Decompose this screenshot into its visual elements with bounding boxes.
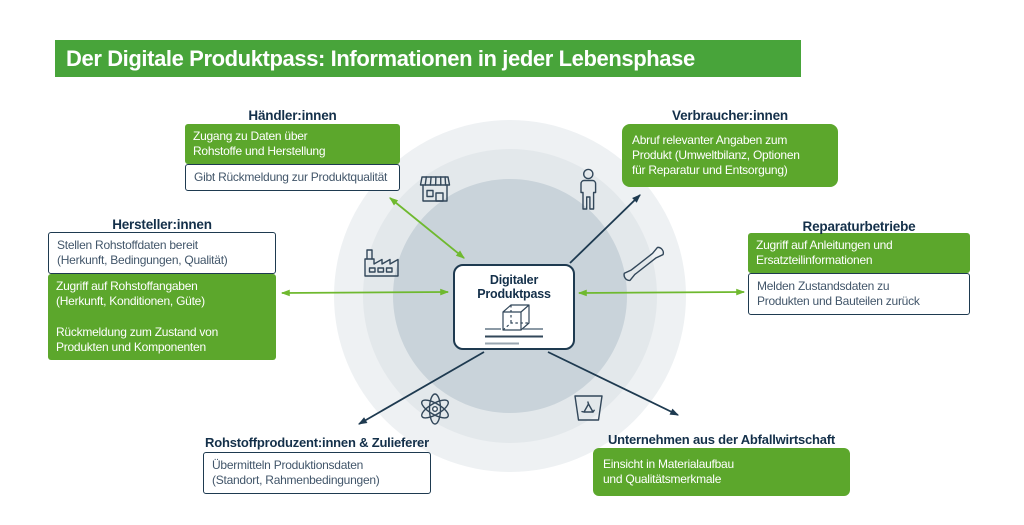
page-title: Der Digitale Produktpass: Informationen … — [55, 40, 801, 77]
storefront-icon — [419, 176, 451, 202]
factory-icon — [364, 249, 399, 277]
group-hersteller: Hersteller:innen Stellen Rohstoffdaten b… — [48, 217, 276, 360]
group-label-haendler: Händler:innen — [248, 108, 337, 123]
group-label-reparatur: Reparaturbetriebe — [802, 219, 916, 234]
digital-product-pass-card: Digitaler Produktpass — [453, 264, 575, 350]
card-haendler-feedback: Gibt Rückmeldung zur Produktqualität — [185, 164, 400, 192]
group-reparatur: Reparaturbetriebe Zugriff auf Anleitunge… — [748, 219, 970, 316]
wrench-icon — [623, 246, 665, 282]
group-abfall: Unternehmen aus der Abfallwirtschaft Ein… — [593, 432, 850, 497]
group-rohstoff: Rohstoffproduzent:innen & Zulieferer Übe… — [203, 435, 431, 495]
card-haendler-access: Zugang zu Daten über Rohstoffe und Herst… — [185, 124, 400, 165]
person-icon — [580, 168, 597, 210]
card-verbraucher-access: Abruf relevanter Angaben zum Produkt (Um… — [622, 124, 838, 188]
recycling-bin-icon — [574, 395, 603, 421]
group-label-verbraucher: Verbraucher:innen — [672, 108, 788, 123]
atom-icon — [421, 393, 449, 425]
group-label-rohstoff: Rohstoffproduzent:innen & Zulieferer — [205, 435, 429, 450]
card-hersteller-provide: Stellen Rohstoffdaten bereit (Herkunft, … — [48, 232, 276, 275]
group-label-hersteller: Hersteller:innen — [112, 217, 212, 232]
card-abfall-insight: Einsicht in Materialaufbau und Qualitäts… — [593, 448, 850, 497]
arrow-hersteller-center — [280, 288, 450, 297]
arrow-center-rohstoff — [358, 351, 485, 425]
product-pass-cube-icon — [485, 304, 543, 345]
arrow-haendler-center — [389, 197, 465, 259]
arrow-center-abfall — [547, 351, 679, 416]
digital-product-pass-title: Digitaler Produktpass — [477, 273, 551, 301]
arrow-reparatur-center — [577, 288, 746, 297]
arrow-center-verbraucher — [569, 194, 641, 264]
group-haendler: Händler:innen Zugang zu Daten über Rohst… — [185, 108, 400, 192]
card-hersteller-access: Zugriff auf Rohstoffangaben (Herkunft, K… — [48, 274, 276, 360]
group-label-abfall: Unternehmen aus der Abfallwirtschaft — [607, 432, 836, 447]
connection-arrows — [280, 194, 746, 425]
card-reparatur-access: Zugriff auf Anleitungen und Ersatzteilin… — [748, 233, 970, 274]
card-reparatur-report: Melden Zustandsdaten zu Produkten und Ba… — [748, 273, 970, 316]
group-verbraucher: Verbraucher:innen Abruf relevanter Angab… — [622, 108, 838, 188]
card-rohstoff-transmit: Übermitteln Produktionsdaten (Standort, … — [203, 452, 431, 495]
